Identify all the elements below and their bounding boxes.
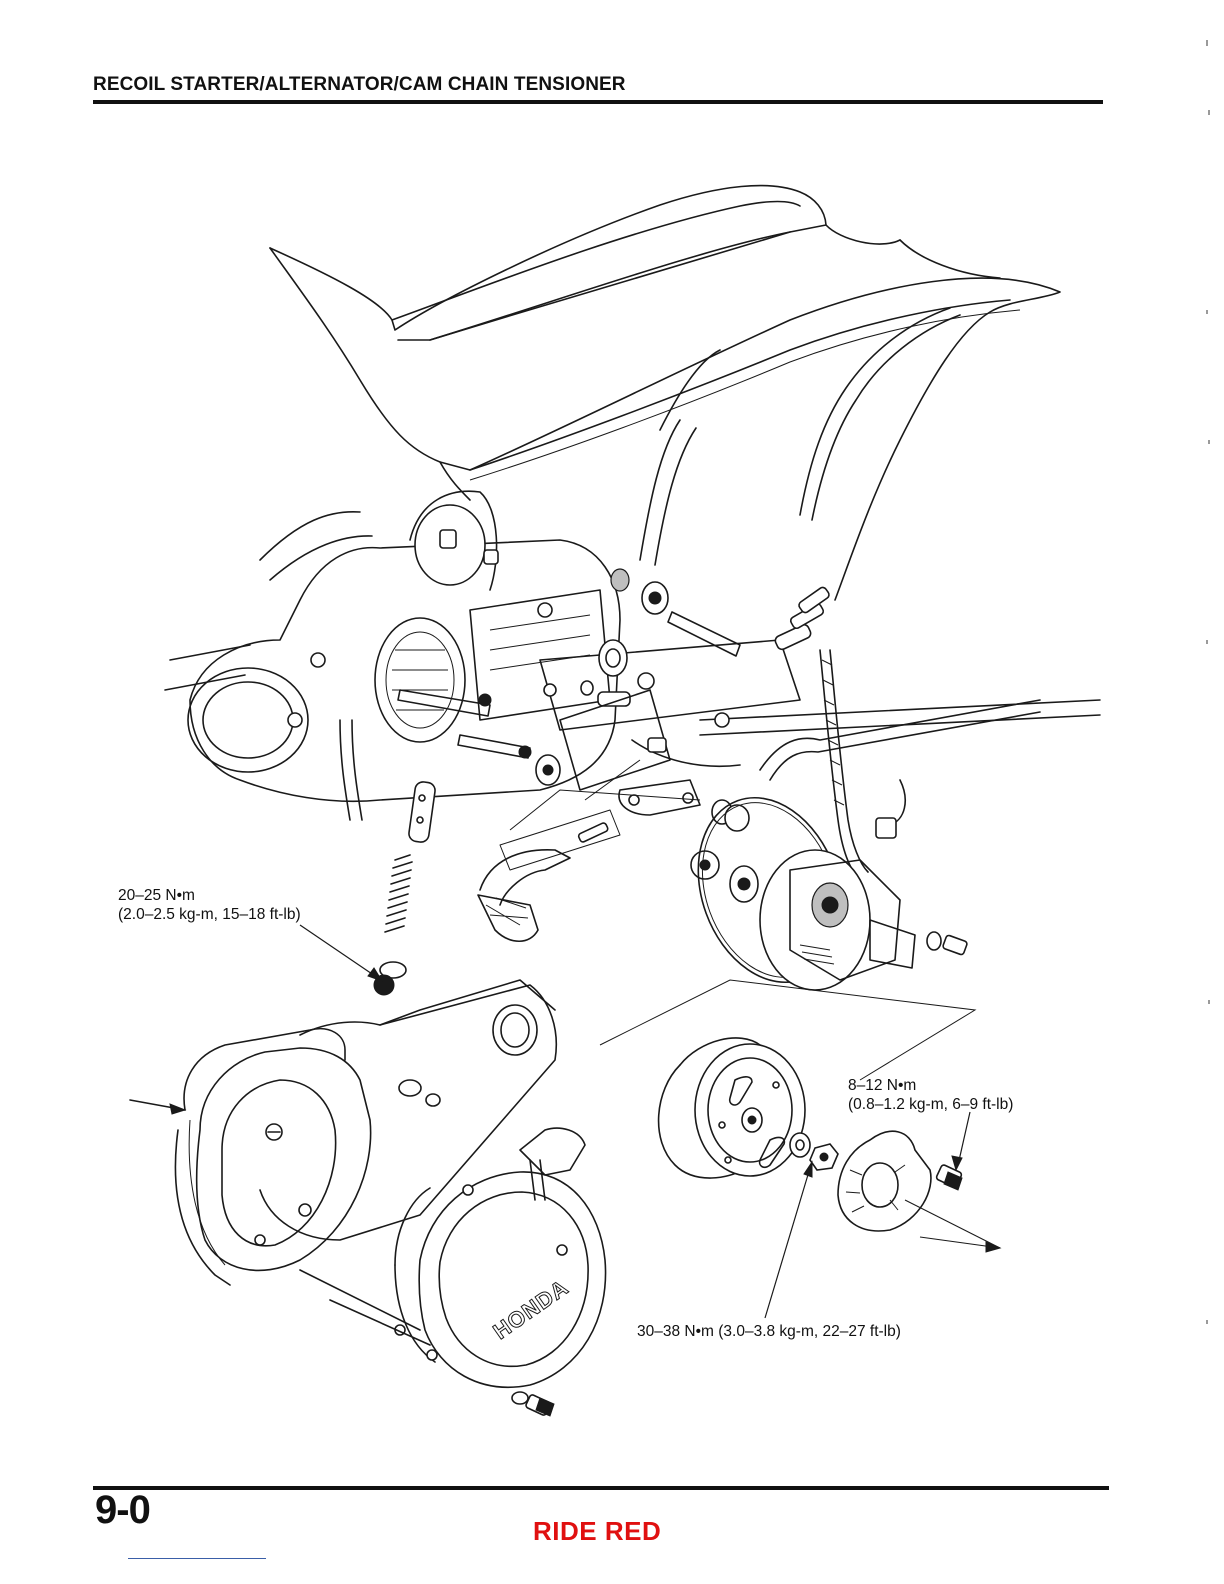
- stator-assembly: [600, 777, 975, 1080]
- wire-harness: [774, 586, 905, 880]
- leader-lines: [300, 925, 1000, 1318]
- torque-callout-tensioner-bolt: 20–25 N•m (2.0–2.5 kg-m, 15–18 ft-lb): [118, 886, 301, 924]
- torque-value: 8–12 N•m: [848, 1076, 1013, 1095]
- torque-callout-flywheel-nut: 30–38 N•m (3.0–3.8 kg-m, 22–27 ft-lb): [637, 1322, 901, 1341]
- rotor-plate: [838, 1131, 962, 1231]
- torque-conversions: (2.0–2.5 kg-m, 15–18 ft-lb): [118, 905, 301, 924]
- frame: [540, 308, 1100, 780]
- footer-rule: [93, 1486, 1109, 1490]
- footer-brand: RIDE RED: [533, 1516, 661, 1547]
- recoil-starter: HONDA: [300, 1128, 606, 1416]
- cam-chain-tensioner: [374, 781, 436, 995]
- flywheel: [659, 1038, 838, 1178]
- page-number: 9-0: [95, 1488, 150, 1533]
- seat: [270, 186, 826, 340]
- footer-underline: [128, 1558, 266, 1559]
- scan-specks: [1206, 40, 1210, 1324]
- torque-conversions: (0.8–1.2 kg-m, 6–9 ft-lb): [848, 1095, 1013, 1114]
- torque-callout-rotor-plate-bolt: 8–12 N•m (0.8–1.2 kg-m, 6–9 ft-lb): [848, 1076, 1013, 1114]
- rear-fender: [270, 225, 1060, 600]
- torque-value: 20–25 N•m: [118, 886, 301, 905]
- shafts-and-gears: [398, 569, 749, 941]
- honda-cover-logo: HONDA: [489, 1274, 574, 1344]
- crankcase-cover: [130, 980, 556, 1285]
